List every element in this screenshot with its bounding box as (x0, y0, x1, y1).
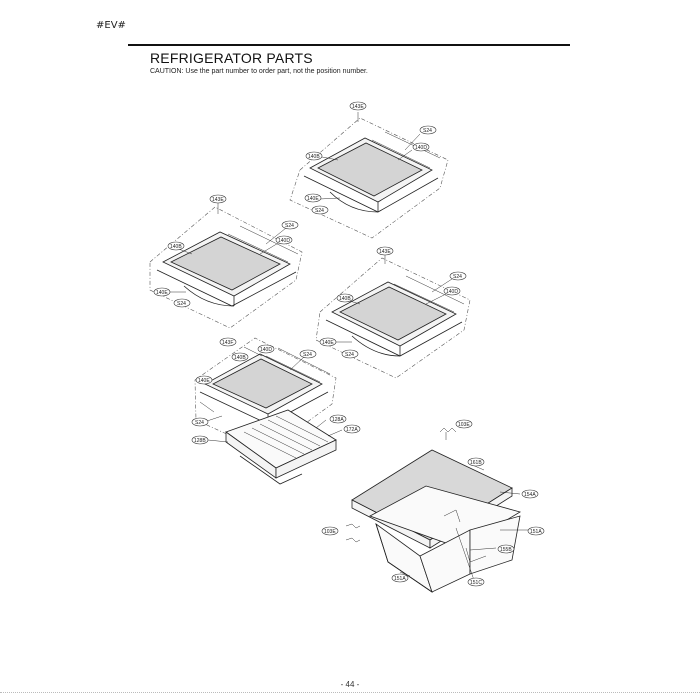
header-rule (128, 44, 570, 46)
callout-s2-group: 143E (209, 194, 227, 204)
crisper-assembly (345, 427, 530, 593)
callout-s3-group: 143E (376, 246, 394, 256)
svg-text:S24: S24 (303, 352, 312, 358)
svg-text:140D: 140D (415, 145, 427, 151)
callout-c-handle: 151C (467, 577, 485, 587)
svg-text:154A: 154A (524, 492, 536, 498)
callout-s3-frame: 140B (336, 293, 354, 303)
svg-text:143F: 143F (222, 340, 233, 346)
callout-s1-group: 143E (349, 101, 367, 111)
svg-text:S24: S24 (285, 223, 294, 229)
callout-s3-bracket: 140D (443, 286, 461, 296)
callout-s3-screw2: S24 (341, 349, 359, 359)
callout-s4-drawer: 128B (191, 435, 209, 445)
svg-text:140E: 140E (156, 290, 168, 296)
svg-text:103E: 103E (324, 529, 336, 535)
svg-text:151A: 151A (530, 529, 542, 535)
callout-s1-screw2: S24 (311, 205, 329, 215)
svg-text:143E: 143E (212, 197, 224, 203)
callout-s4-group: 143F (219, 337, 237, 347)
callout-s1-frame: 140B (305, 151, 323, 161)
callout-s4-rail: 128A (329, 414, 347, 424)
shelf-assembly-3 (315, 255, 471, 379)
svg-text:143E: 143E (379, 249, 391, 255)
callout-s4-bracket: 140D (257, 344, 275, 354)
svg-text:140B: 140B (170, 244, 182, 250)
svg-text:155B: 155B (500, 547, 512, 553)
svg-text:151C: 151C (470, 580, 482, 586)
callout-c-cover: 161B (467, 457, 485, 467)
svg-text:140D: 140D (278, 238, 290, 244)
callout-s4-screw2: S24 (191, 417, 209, 427)
callout-s2-screw2: S24 (173, 298, 191, 308)
shelf-assembly-2 (149, 203, 303, 329)
callout-s2-frame: 140B (167, 241, 185, 251)
callout-c-drawer-right: 151A (527, 526, 545, 536)
callout-s4-cover: 172A (343, 424, 361, 434)
callout-s3-glass: 140E (319, 337, 337, 347)
svg-text:S24: S24 (453, 274, 462, 280)
svg-text:140B: 140B (339, 296, 351, 302)
svg-text:151A: 151A (394, 576, 406, 582)
svg-text:103E: 103E (458, 422, 470, 428)
callout-s1-bracket: 140D (412, 142, 430, 152)
callout-s1-screw: S24 (419, 125, 437, 135)
callout-s4-glass: 140E (195, 375, 213, 385)
shelf-assembly-1 (289, 112, 449, 239)
caution-note: CAUTION: Use the part number to order pa… (150, 68, 368, 75)
svg-text:140D: 140D (446, 289, 458, 295)
callout-c-divider: 155B (497, 544, 515, 554)
svg-text:140B: 140B (308, 154, 320, 160)
callout-s2-glass: 140E (153, 287, 171, 297)
callout-s2-bracket: 140D (275, 235, 293, 245)
svg-text:128B: 128B (194, 438, 206, 444)
callout-s2-screw: S24 (281, 220, 299, 230)
svg-text:140B: 140B (234, 355, 246, 361)
page-number: - 44 - (340, 680, 360, 689)
svg-text:S24: S24 (315, 208, 324, 214)
callout-c-glass: 154A (521, 489, 539, 499)
svg-text:S24: S24 (177, 301, 186, 307)
svg-text:S24: S24 (195, 420, 204, 426)
svg-text:140E: 140E (307, 196, 319, 202)
callout-c-wire: 103E (455, 419, 473, 429)
svg-text:140E: 140E (198, 378, 210, 384)
svg-text:128A: 128A (332, 417, 344, 423)
callout-s4-frame: 140B (231, 352, 249, 362)
page-tag: #EV# (96, 20, 126, 31)
callout-s3-screw: S24 (449, 271, 467, 281)
svg-text:161B: 161B (470, 460, 482, 466)
shelf-drawer-assembly-4 (194, 337, 343, 485)
svg-text:S24: S24 (345, 352, 354, 358)
callout-s1-glass: 140E (304, 193, 322, 203)
callout-c-wire2: 103E (321, 526, 339, 536)
svg-text:140E: 140E (322, 340, 334, 346)
page-title: REFRIGERATOR PARTS (150, 50, 313, 66)
svg-text:S24: S24 (423, 128, 432, 134)
svg-text:172A: 172A (346, 427, 358, 433)
callout-s4-screw: S24 (299, 349, 317, 359)
footer-rule (0, 692, 700, 694)
svg-text:140D: 140D (260, 347, 272, 353)
svg-text:143E: 143E (352, 104, 364, 110)
callout-c-drawer-left: 151A (391, 573, 409, 583)
